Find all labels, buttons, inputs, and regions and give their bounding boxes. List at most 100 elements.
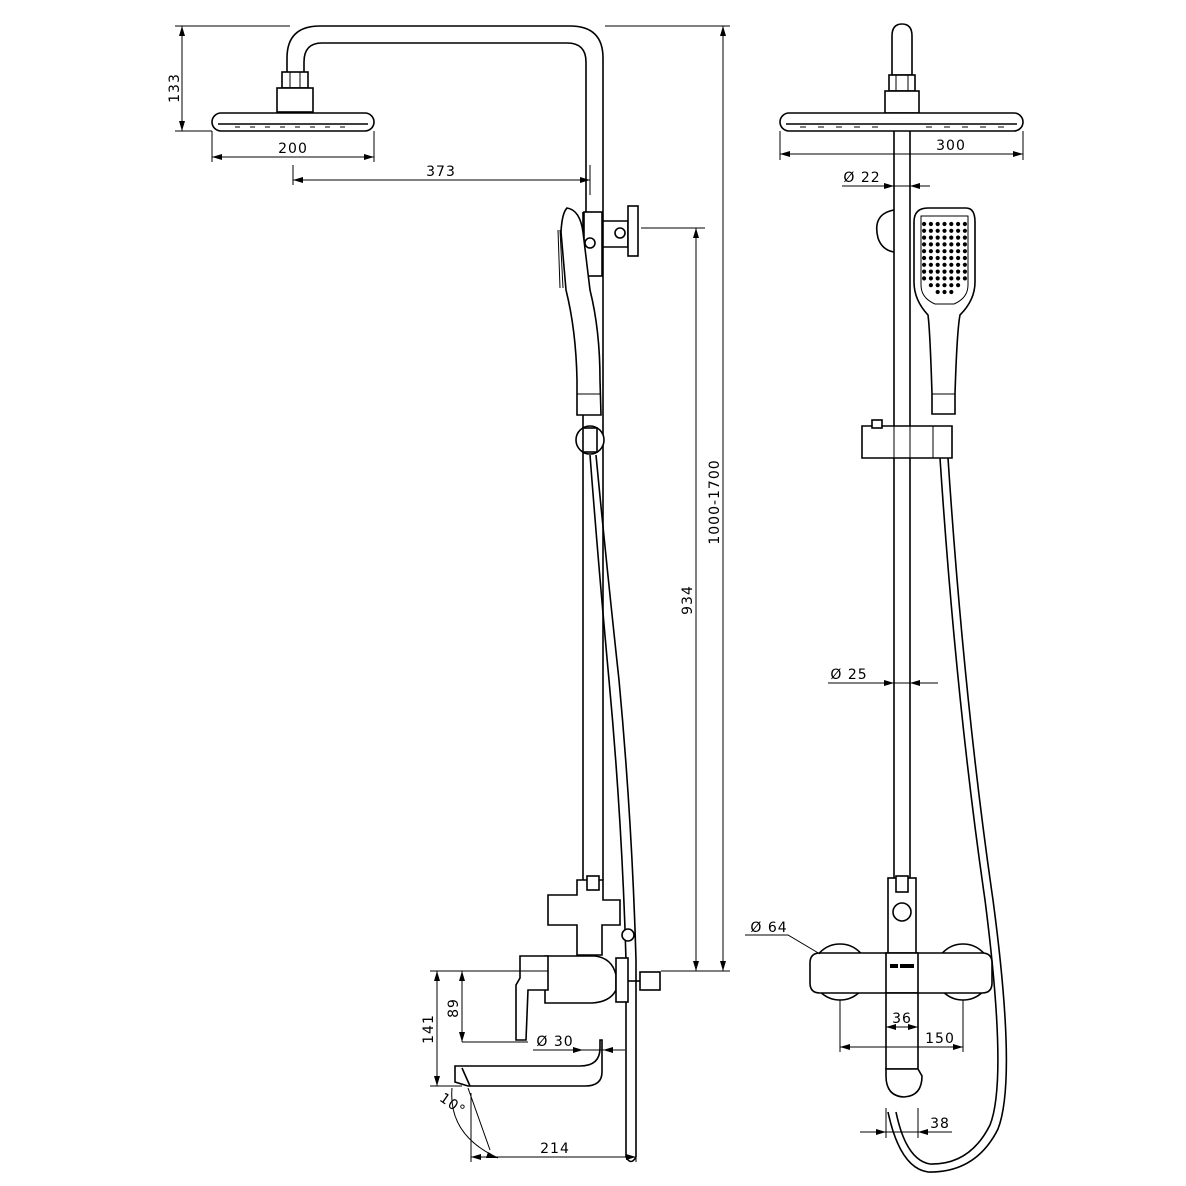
nozzle bbox=[928, 221, 934, 227]
nozzle bbox=[942, 221, 947, 227]
nozzle bbox=[935, 289, 940, 295]
nozzle bbox=[928, 283, 934, 288]
lever-handle bbox=[515, 955, 549, 1041]
front-shower-hose bbox=[895, 457, 999, 1165]
side-view bbox=[211, 25, 661, 1163]
nozzle bbox=[956, 276, 961, 281]
side-spout bbox=[454, 1039, 603, 1087]
dim-spout-reach: 214 bbox=[540, 1141, 570, 1157]
nozzle bbox=[922, 276, 927, 281]
nozzle bbox=[942, 235, 947, 240]
nozzle bbox=[928, 228, 934, 233]
dim-body-width: 36 bbox=[892, 1011, 912, 1027]
dim-mount-height: 934 bbox=[680, 585, 696, 615]
nozzle bbox=[962, 262, 968, 267]
head-connector-nut bbox=[281, 71, 309, 89]
side-hand-shower bbox=[560, 207, 602, 416]
dim-overall-height-range: 1000-1700 bbox=[707, 459, 723, 544]
nozzle bbox=[928, 249, 934, 254]
nozzle bbox=[962, 242, 968, 247]
nozzle bbox=[956, 221, 961, 227]
front-hand-shower bbox=[913, 207, 976, 415]
nozzle bbox=[962, 276, 968, 281]
nozzle bbox=[949, 262, 954, 267]
dim-escutcheon-diameter: Ø 64 bbox=[750, 920, 787, 936]
nozzle bbox=[942, 283, 947, 288]
nozzle bbox=[922, 228, 927, 233]
nozzle bbox=[928, 269, 934, 274]
nozzle bbox=[962, 221, 968, 227]
nozzle bbox=[928, 242, 934, 247]
nozzle bbox=[956, 255, 961, 261]
nozzle bbox=[935, 262, 940, 267]
nozzle bbox=[942, 255, 947, 261]
nozzle bbox=[935, 235, 940, 240]
nozzle bbox=[942, 228, 947, 233]
dim-top-pipe-diameter: Ø 22 bbox=[843, 170, 880, 186]
nozzle bbox=[935, 228, 940, 233]
dimension-arrows bbox=[179, 26, 1023, 1160]
nozzle bbox=[928, 235, 934, 240]
nozzle bbox=[922, 249, 927, 254]
nozzle bbox=[962, 269, 968, 274]
nozzle bbox=[942, 249, 947, 254]
nozzle bbox=[922, 242, 927, 247]
nozzle bbox=[942, 262, 947, 267]
front-top-tube bbox=[891, 23, 913, 76]
front-shower-head bbox=[779, 112, 1024, 132]
nozzle bbox=[922, 255, 927, 261]
overhead-arm-pipe bbox=[286, 25, 604, 212]
nozzle bbox=[962, 235, 968, 240]
dim-spout-angle: 10° bbox=[436, 1090, 468, 1119]
front-slide-bar-holder bbox=[861, 425, 953, 459]
nozzle bbox=[956, 242, 961, 247]
side-shower-hose bbox=[589, 454, 627, 1157]
nozzle bbox=[949, 276, 954, 281]
nozzle bbox=[949, 289, 954, 295]
nozzle bbox=[935, 249, 940, 254]
dim-front-head-width: 300 bbox=[936, 138, 966, 154]
nozzle bbox=[942, 276, 947, 281]
nozzle bbox=[949, 228, 954, 233]
nozzle bbox=[935, 255, 940, 261]
nozzle bbox=[956, 228, 961, 233]
nozzle bbox=[935, 283, 940, 288]
front-riser-pipe bbox=[893, 131, 911, 880]
nozzle bbox=[949, 249, 954, 254]
nozzle bbox=[922, 221, 927, 227]
nozzle bbox=[942, 242, 947, 247]
dim-showerhead-height: 133 bbox=[167, 73, 183, 103]
nozzle bbox=[922, 269, 927, 274]
nozzle bbox=[949, 283, 954, 288]
dimension-labels: 133 200 373 1000-1700 934 300 Ø 22 Ø 25 … bbox=[167, 73, 966, 1157]
nozzle bbox=[928, 262, 934, 267]
dim-main-pipe-diameter: Ø 25 bbox=[830, 667, 867, 683]
dim-spout-pipe-diameter: Ø 30 bbox=[536, 1034, 573, 1050]
dim-side-head-width: 200 bbox=[278, 141, 308, 157]
nozzle bbox=[942, 269, 947, 274]
nozzle bbox=[962, 255, 968, 261]
front-spout-tip bbox=[885, 1068, 923, 1098]
side-mixer-body bbox=[544, 955, 617, 1004]
nozzle bbox=[949, 255, 954, 261]
nozzle bbox=[956, 283, 961, 288]
nozzle bbox=[956, 249, 961, 254]
nozzle bbox=[935, 242, 940, 247]
nozzle bbox=[942, 289, 947, 295]
nozzle bbox=[935, 221, 940, 227]
nozzle bbox=[956, 269, 961, 274]
dim-inlet-spacing: 150 bbox=[925, 1031, 955, 1047]
nozzle bbox=[956, 262, 961, 267]
nozzle bbox=[935, 276, 940, 281]
dim-arm-reach: 373 bbox=[426, 164, 456, 180]
nozzle bbox=[949, 242, 954, 247]
nozzle bbox=[935, 269, 940, 274]
front-outlet bbox=[885, 992, 919, 1070]
dim-spout-height: 141 bbox=[421, 1014, 437, 1044]
nozzle bbox=[949, 235, 954, 240]
spray-nozzles bbox=[922, 221, 968, 295]
nozzle bbox=[922, 262, 927, 267]
dim-outlet-width: 38 bbox=[930, 1116, 950, 1132]
nozzle bbox=[949, 269, 954, 274]
